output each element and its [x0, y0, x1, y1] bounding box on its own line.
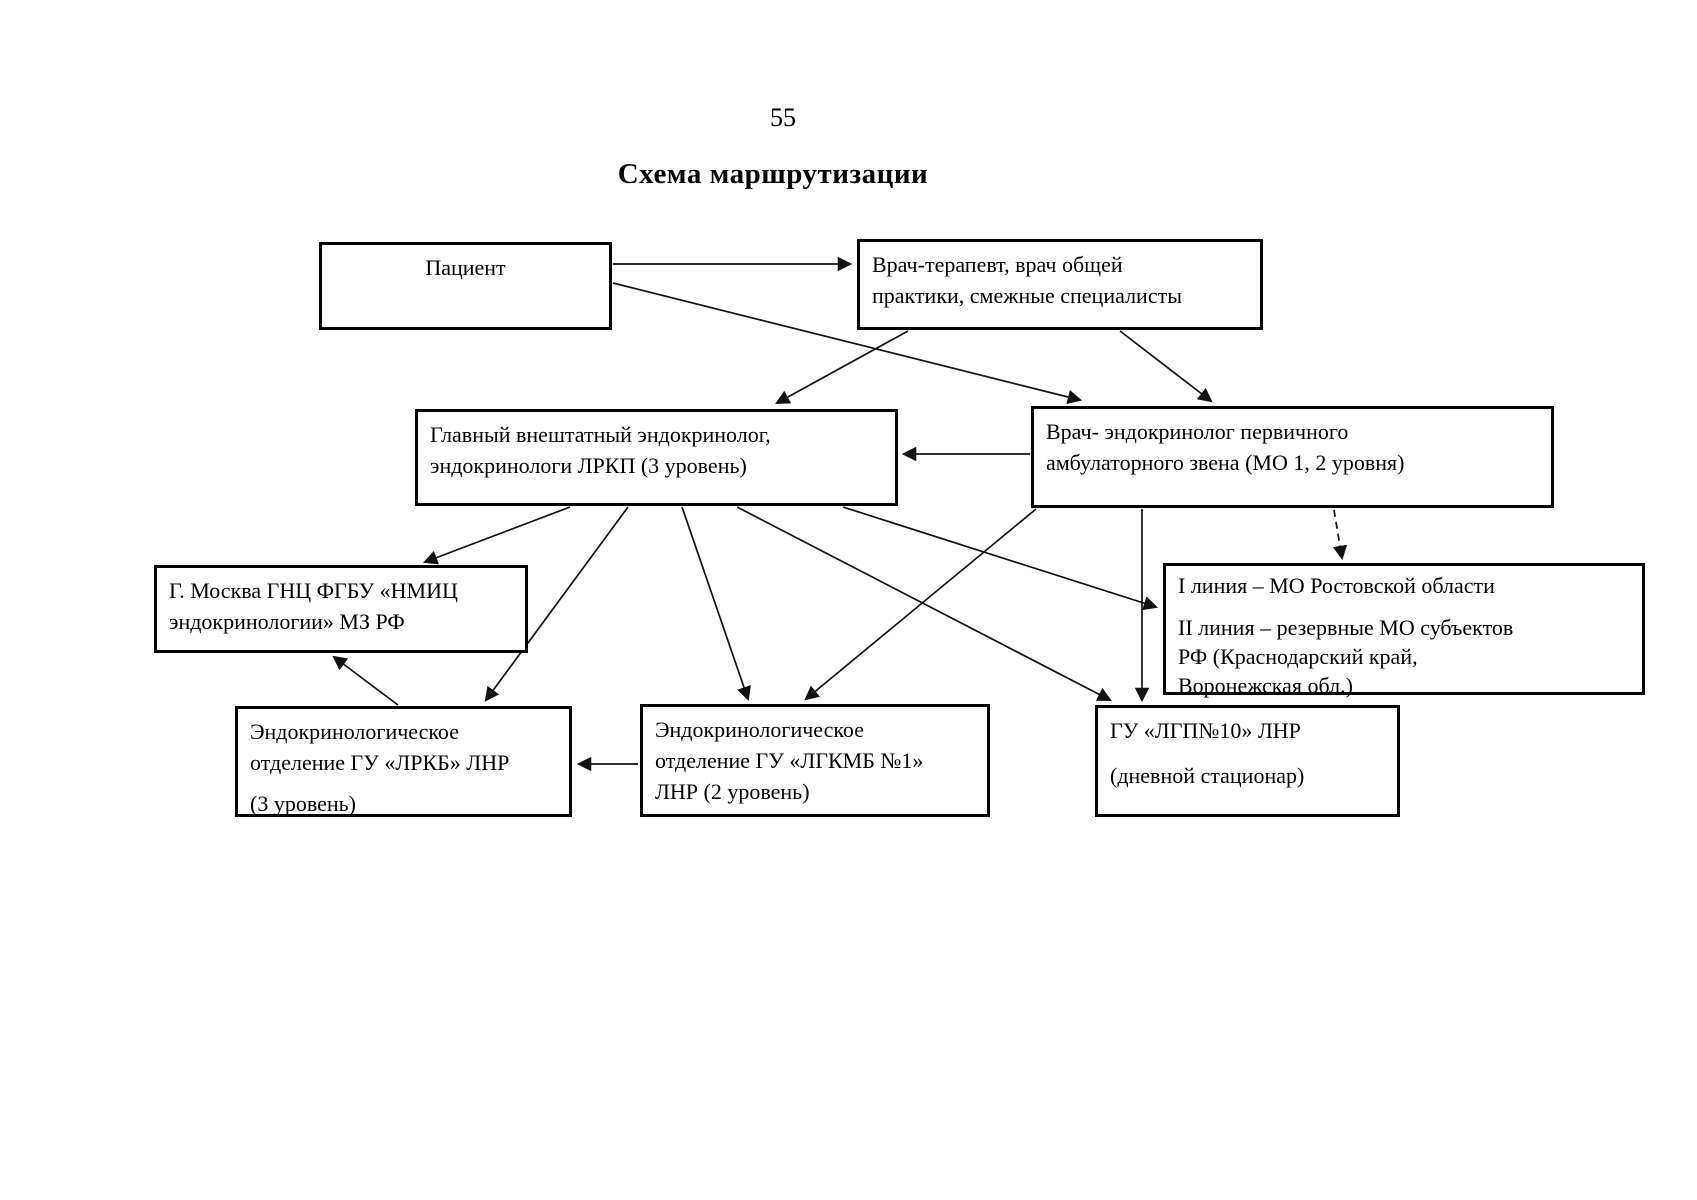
- node-label-line: (дневной стационар): [1110, 763, 1305, 789]
- node-label-line: Пациент: [425, 255, 506, 280]
- node-label-line: практики, смежные специалисты: [872, 283, 1182, 309]
- node-label-line: I линия – МО Ростовской области: [1178, 573, 1495, 598]
- node-lrkb: Эндокринологическое отделение ГУ «ЛРКБ» …: [235, 706, 572, 817]
- arrow-chief-to-moscow: [422, 506, 571, 565]
- node-lgp10: ГУ «ЛГП№10» ЛНР (дневной стационар): [1095, 705, 1400, 817]
- node-label-line: амбулаторного звена (МО 1, 2 уровня): [1046, 450, 1405, 476]
- node-label-line: Эндокринологическое: [655, 717, 864, 742]
- arrow-chief-to-lgp10: [736, 506, 1112, 701]
- node-label-line: отделение ГУ «ЛГКМБ №1»: [655, 748, 924, 774]
- node-label-line: РФ (Краснодарский край,: [1178, 644, 1418, 670]
- arrow-therapist-to-primary: [1119, 330, 1213, 403]
- node-label-line: эндокринологии» МЗ РФ: [169, 609, 405, 635]
- node-label-line: отделение ГУ «ЛРКБ» ЛНР: [250, 750, 510, 776]
- node-label-line: Главный внештатный эндокринолог,: [430, 422, 771, 447]
- arrow-lrkb-to-moscow: [332, 655, 399, 706]
- node-label-line: II линия – резервные МО субъектов: [1178, 615, 1514, 641]
- node-label-line: эндокринологи ЛРКП (3 уровень): [430, 453, 747, 479]
- node-patient: Пациент: [319, 242, 612, 330]
- node-label-line: Врач- эндокринолог первичного: [1046, 419, 1349, 444]
- arrow-therapist-to-chief: [775, 330, 909, 405]
- node-label-line: ГУ «ЛГП№10» ЛНР: [1110, 718, 1301, 743]
- node-therapist: Врач-терапевт, врач общей практики, смеж…: [857, 239, 1263, 330]
- arrow-patient-to-primary: [612, 282, 1083, 405]
- node-lgkmb: Эндокринологическое отделение ГУ «ЛГКМБ …: [640, 704, 990, 817]
- node-label-line: Г. Москва ГНЦ ФГБУ «НМИЦ: [169, 578, 458, 603]
- node-label-line: Врач-терапевт, врач общей: [872, 252, 1123, 277]
- diagram-title: Схема маршрутизации: [617, 158, 929, 190]
- node-chief-endocrinologist: Главный внештатный эндокринолог, эндокри…: [415, 409, 898, 506]
- arrow-chief-to-lrkb: [484, 506, 629, 702]
- arrow-primary-to-lines-mo: [1332, 509, 1348, 561]
- arrow-primary-to-lgkmb: [804, 508, 1037, 701]
- node-label-line: ЛНР (2 уровень): [655, 779, 810, 805]
- page-number: 55: [770, 103, 796, 132]
- arrow-chief-to-lines-mo: [842, 506, 1159, 611]
- arrow-chief-to-lgkmb: [681, 506, 751, 702]
- node-primary-endocrinologist: Врач- эндокринолог первичного амбулаторн…: [1031, 406, 1554, 508]
- node-label-line: (3 уровень): [250, 791, 356, 817]
- node-moscow-nmic: Г. Москва ГНЦ ФГБУ «НМИЦ эндокринологии»…: [154, 565, 528, 653]
- node-label-line: Эндокринологическое: [250, 719, 459, 744]
- node-label-line: Воронежская обл.): [1178, 673, 1353, 699]
- node-lines-mo: I линия – МО Ростовской области II линия…: [1163, 563, 1645, 698]
